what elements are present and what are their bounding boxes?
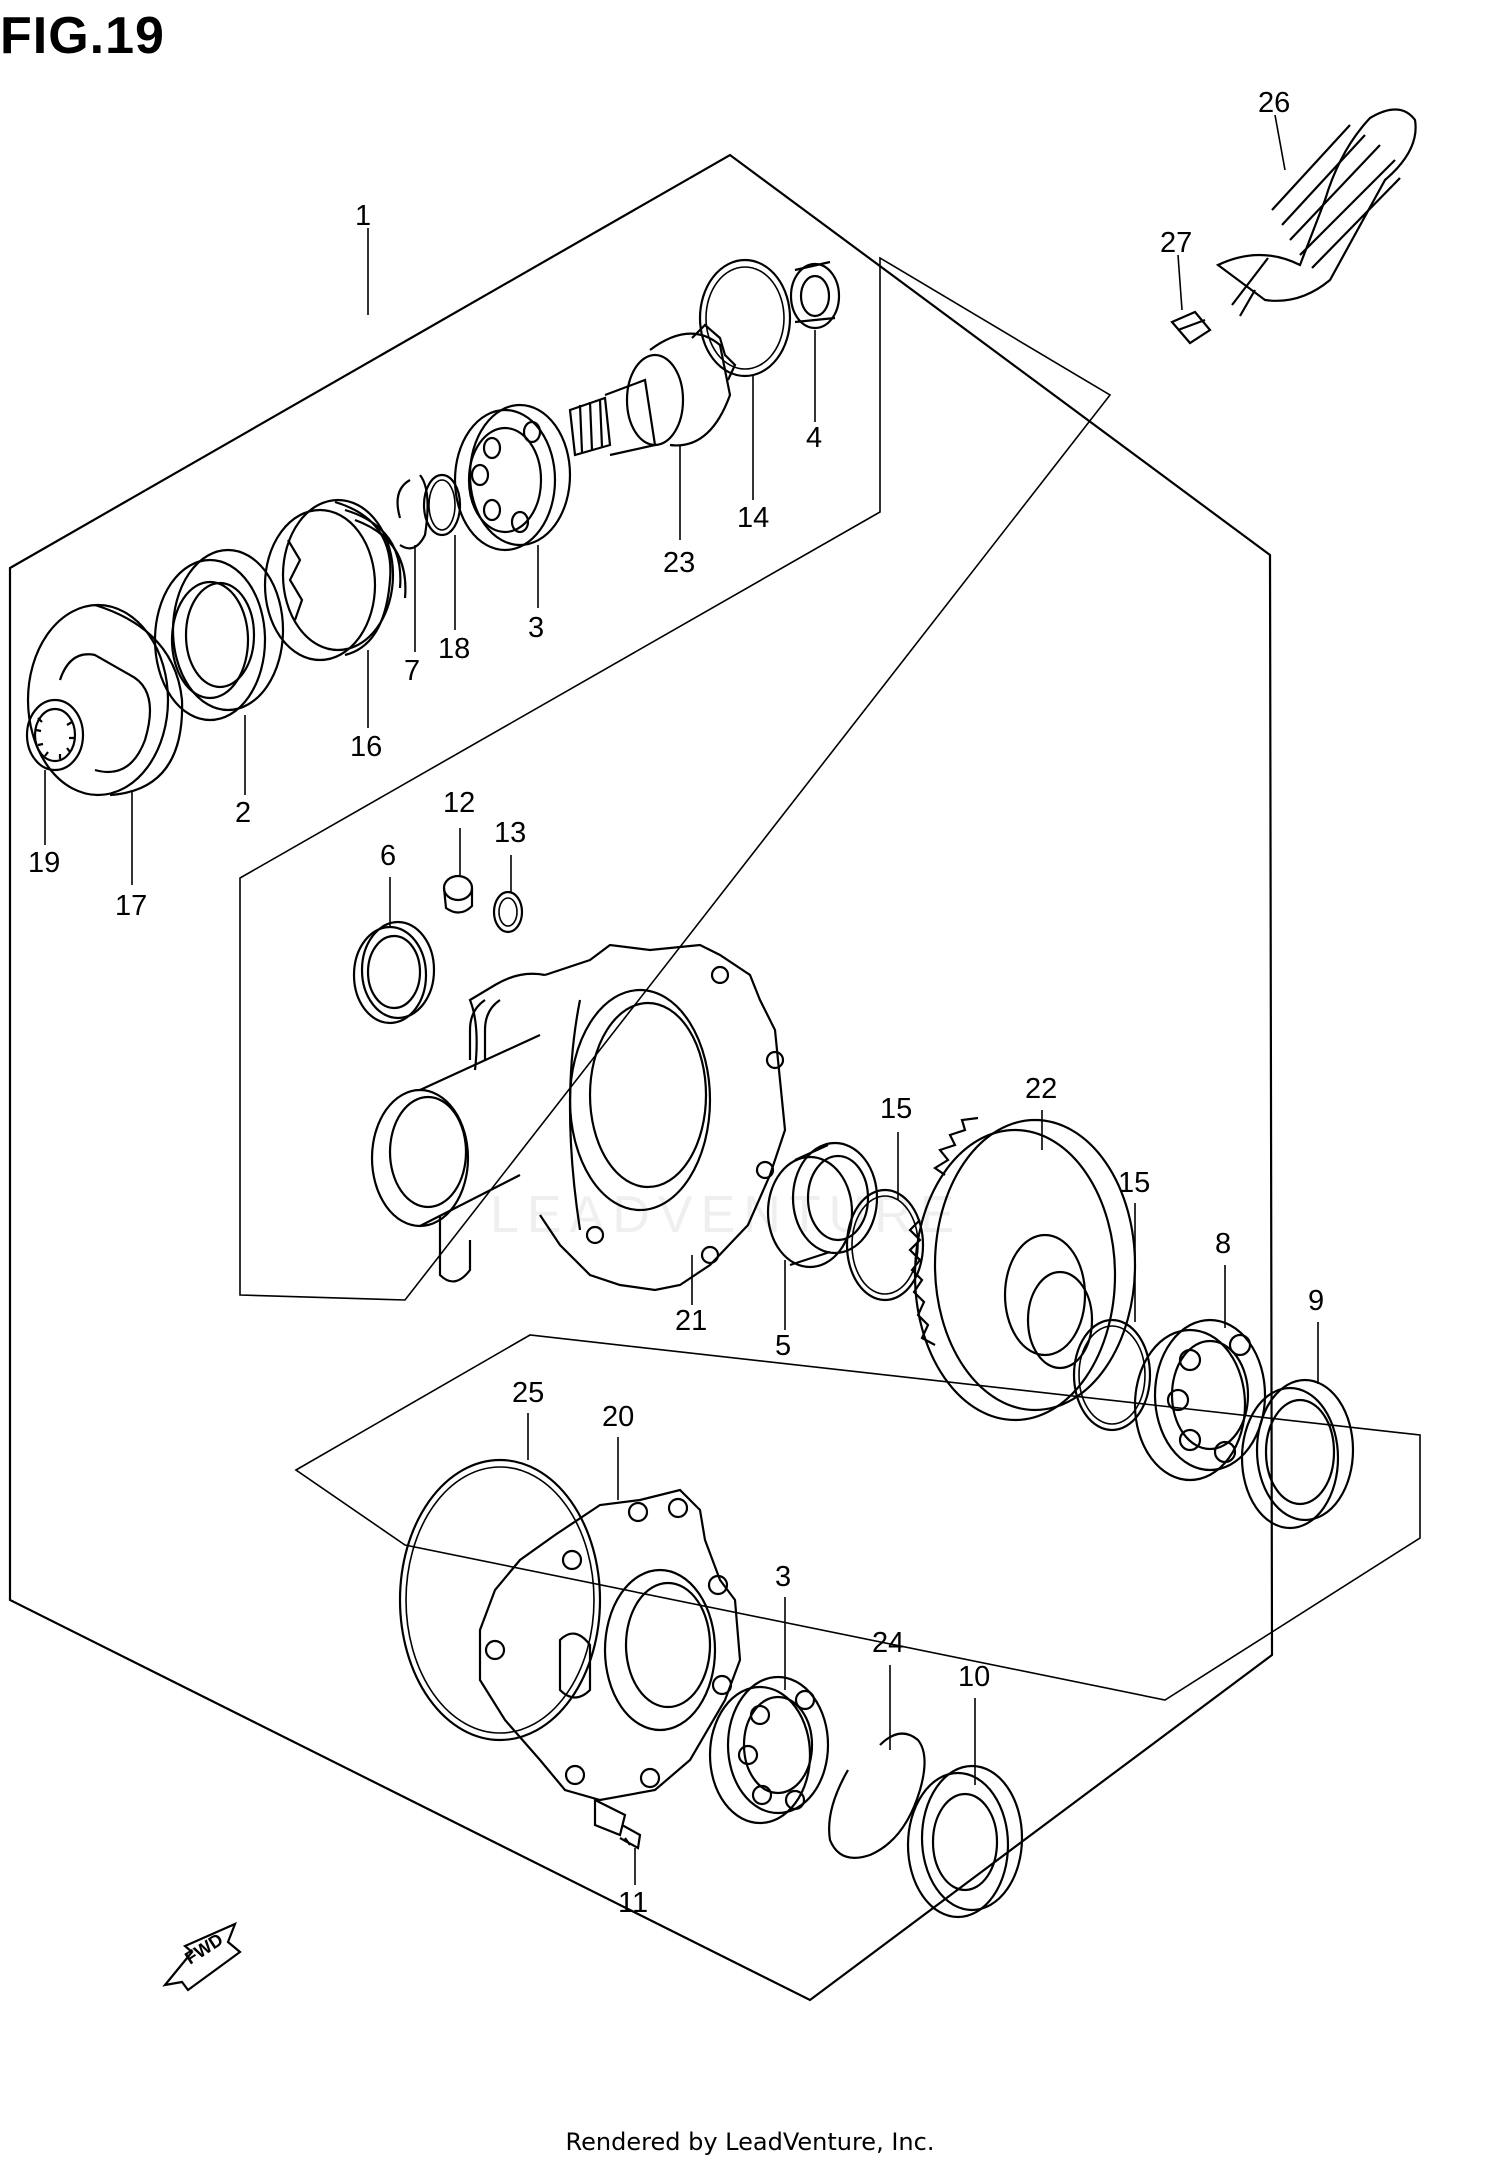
footer-credit: Rendered by LeadVenture, Inc. xyxy=(565,2128,935,2156)
ring-gear-part-22 xyxy=(908,1116,1137,1422)
callout-15-right: 15 xyxy=(1118,1167,1150,1199)
shim-part-15-right-inner xyxy=(1078,1325,1146,1425)
callout-12: 12 xyxy=(443,787,475,819)
fwd-arrow-icon: FWD xyxy=(162,1921,242,1992)
coupling-flange-part-17 xyxy=(26,603,184,797)
callout-25: 25 xyxy=(512,1377,544,1409)
callouts: 1 26 27 4 14 23 3 18 7 16 2 19 17 12 13 … xyxy=(28,87,1324,1919)
upper-subassembly-frame xyxy=(239,256,1112,1301)
callout-20: 20 xyxy=(602,1401,634,1433)
needle-bearing-part-4 xyxy=(789,260,841,330)
boot-part-26 xyxy=(1215,108,1417,317)
o-ring-part-14 xyxy=(698,258,792,378)
callout-11: 11 xyxy=(618,1887,648,1919)
clamp-part-27 xyxy=(1170,310,1212,345)
callout-22: 22 xyxy=(1025,1073,1057,1105)
ring-part-18 xyxy=(422,473,462,537)
outer-frame xyxy=(8,153,1274,2002)
seal-part-6 xyxy=(352,920,436,1025)
callout-21: 21 xyxy=(675,1305,707,1337)
callout-6: 6 xyxy=(380,840,396,872)
callout-13: 13 xyxy=(494,817,526,849)
bolt-part-11 xyxy=(593,1798,642,1850)
ball-bearing-part-3-lower xyxy=(708,1675,830,1825)
oil-seal-part-2 xyxy=(153,548,285,722)
leader-lines xyxy=(44,114,1319,1885)
shim-part-15-right xyxy=(1072,1318,1152,1432)
oil-seal-part-9 xyxy=(1240,1378,1355,1530)
callout-2: 2 xyxy=(235,797,251,829)
shim-part-15-left xyxy=(845,1188,925,1302)
washer-part-13 xyxy=(492,890,524,934)
pinion-shaft-part-23 xyxy=(568,323,737,457)
callout-15-left: 15 xyxy=(880,1093,912,1125)
watermark: LEADVENTURE xyxy=(490,1186,962,1244)
callout-14: 14 xyxy=(737,502,769,534)
ring-part-18-inner xyxy=(428,479,456,531)
snap-ring-part-7 xyxy=(396,474,429,550)
callout-4: 4 xyxy=(806,422,822,454)
washer-part-13-inner xyxy=(498,897,518,927)
callout-5: 5 xyxy=(775,1330,791,1362)
callout-10: 10 xyxy=(958,1661,990,1693)
fwd-label: FWD xyxy=(181,1929,226,1968)
callout-9: 9 xyxy=(1308,1285,1324,1317)
o-ring-part-25-inner xyxy=(405,1466,595,1734)
cover-part-20 xyxy=(478,1488,742,1802)
ball-bearing-part-8 xyxy=(1133,1318,1267,1482)
callout-8: 8 xyxy=(1215,1228,1231,1260)
callout-24: 24 xyxy=(872,1627,904,1659)
snap-ring-part-24 xyxy=(828,1732,926,1859)
callout-19: 19 xyxy=(28,847,60,879)
callout-23: 23 xyxy=(663,547,695,579)
ball-bearing-part-3-upper xyxy=(453,403,572,552)
callout-18: 18 xyxy=(438,633,470,665)
housing-part-21 xyxy=(370,943,787,1292)
o-ring-part-25 xyxy=(398,1458,602,1742)
callout-3-lower: 3 xyxy=(775,1561,791,1593)
splined-hub-part-19 xyxy=(25,698,85,772)
callout-26: 26 xyxy=(1258,87,1290,119)
callout-1: 1 xyxy=(355,200,371,232)
callout-27: 27 xyxy=(1160,227,1192,259)
callout-16: 16 xyxy=(350,731,382,763)
callout-7: 7 xyxy=(404,655,420,687)
lower-subassembly-frame xyxy=(294,1334,1421,1701)
plug-part-12 xyxy=(442,874,474,914)
callout-17: 17 xyxy=(115,890,147,922)
callout-3-upper: 3 xyxy=(528,612,544,644)
o-ring-part-14-inner xyxy=(705,266,785,370)
threaded-ring-part-16 xyxy=(263,498,407,662)
oil-seal-part-10 xyxy=(906,1764,1024,1919)
figure-title: FIG.19 xyxy=(0,7,165,65)
